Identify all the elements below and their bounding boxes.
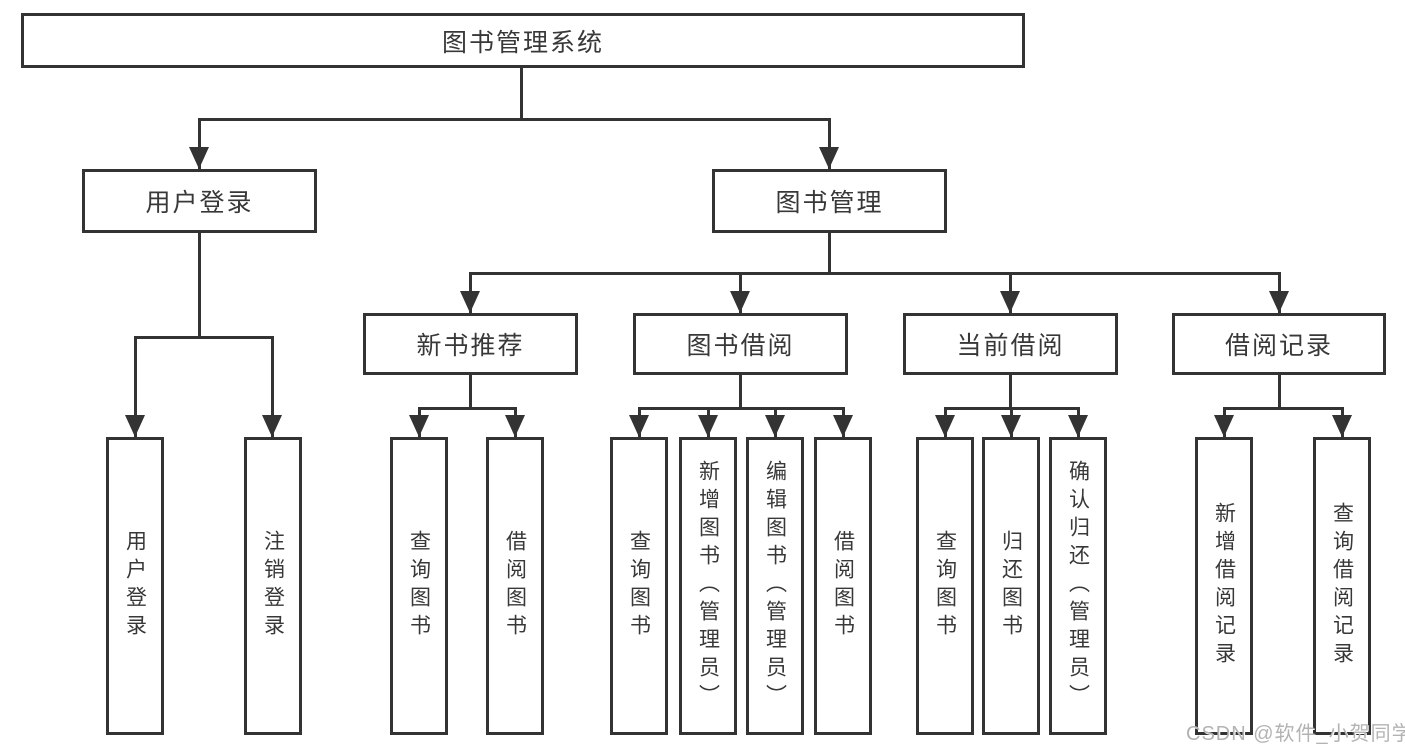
- arrow-down-icon: [1214, 415, 1234, 437]
- arrow-down-icon: [1000, 291, 1020, 313]
- connector-line: [198, 118, 201, 169]
- node-book-borrowing: 图书借阅: [633, 313, 848, 375]
- connector-line: [198, 233, 201, 336]
- connector-line: [1278, 375, 1281, 407]
- node-current-borrowing: 当前借阅: [903, 313, 1118, 375]
- arrow-down-icon: [629, 415, 649, 437]
- connector-line: [469, 375, 472, 407]
- leaf-edit-books-admin: 编辑图书（管理员）: [746, 437, 804, 735]
- node-user-login: 用户登录: [82, 169, 317, 233]
- leaf-add-borrow-record: 新增借阅记录: [1195, 437, 1253, 735]
- arrow-down-icon: [505, 415, 525, 437]
- arrow-down-icon: [1269, 291, 1289, 313]
- leaf-borrow-books-newbook: 借阅图书: [486, 437, 544, 735]
- csdn-watermark: CSDN @软件_小贺同学: [1186, 723, 1405, 745]
- node-new-book-recommendation: 新书推荐: [363, 313, 578, 375]
- leaf-borrow-books: 借阅图书: [814, 437, 872, 735]
- connector-line: [828, 118, 831, 169]
- connector-line: [271, 336, 274, 437]
- connector-line: [198, 118, 831, 121]
- connector-line: [1009, 375, 1012, 407]
- connector-line: [520, 66, 523, 118]
- connector-line: [134, 336, 137, 437]
- arrow-down-icon: [409, 415, 429, 437]
- leaf-confirm-return-admin: 确认归还（管理员）: [1049, 437, 1107, 735]
- leaf-return-books: 归还图书: [982, 437, 1040, 735]
- node-borrowing-records: 借阅记录: [1172, 313, 1386, 375]
- arrow-down-icon: [819, 147, 839, 169]
- leaf-query-books-current: 查询图书: [916, 437, 974, 735]
- leaf-add-books-admin: 新增图书（管理员）: [679, 437, 737, 735]
- arrow-down-icon: [1332, 415, 1352, 437]
- connector-line: [418, 407, 517, 410]
- arrow-down-icon: [460, 291, 480, 313]
- arrow-down-icon: [698, 415, 718, 437]
- connector-line: [134, 336, 274, 339]
- connector-line: [828, 233, 831, 272]
- leaf-query-books-borrow: 查询图书: [610, 437, 668, 735]
- node-book-management: 图书管理: [712, 169, 947, 233]
- leaf-query-books-newbook: 查询图书: [390, 437, 448, 735]
- arrow-down-icon: [262, 415, 282, 437]
- connector-line: [739, 375, 742, 407]
- arrow-down-icon: [833, 415, 853, 437]
- leaf-user-login: 用户登录: [106, 437, 164, 735]
- arrow-down-icon: [1001, 415, 1021, 437]
- arrow-down-icon: [765, 415, 785, 437]
- arrow-down-icon: [730, 291, 750, 313]
- arrow-down-icon: [189, 147, 209, 169]
- connector-line: [1223, 407, 1344, 410]
- node-library-management-system: 图书管理系统: [21, 13, 1025, 68]
- leaf-logout-login: 注销登录: [244, 437, 302, 735]
- arrow-down-icon: [1068, 415, 1088, 437]
- connector-line: [469, 272, 1281, 275]
- arrow-down-icon: [125, 415, 145, 437]
- connector-line: [638, 407, 845, 410]
- arrow-down-icon: [935, 415, 955, 437]
- leaf-query-borrow-record: 查询借阅记录: [1313, 437, 1371, 735]
